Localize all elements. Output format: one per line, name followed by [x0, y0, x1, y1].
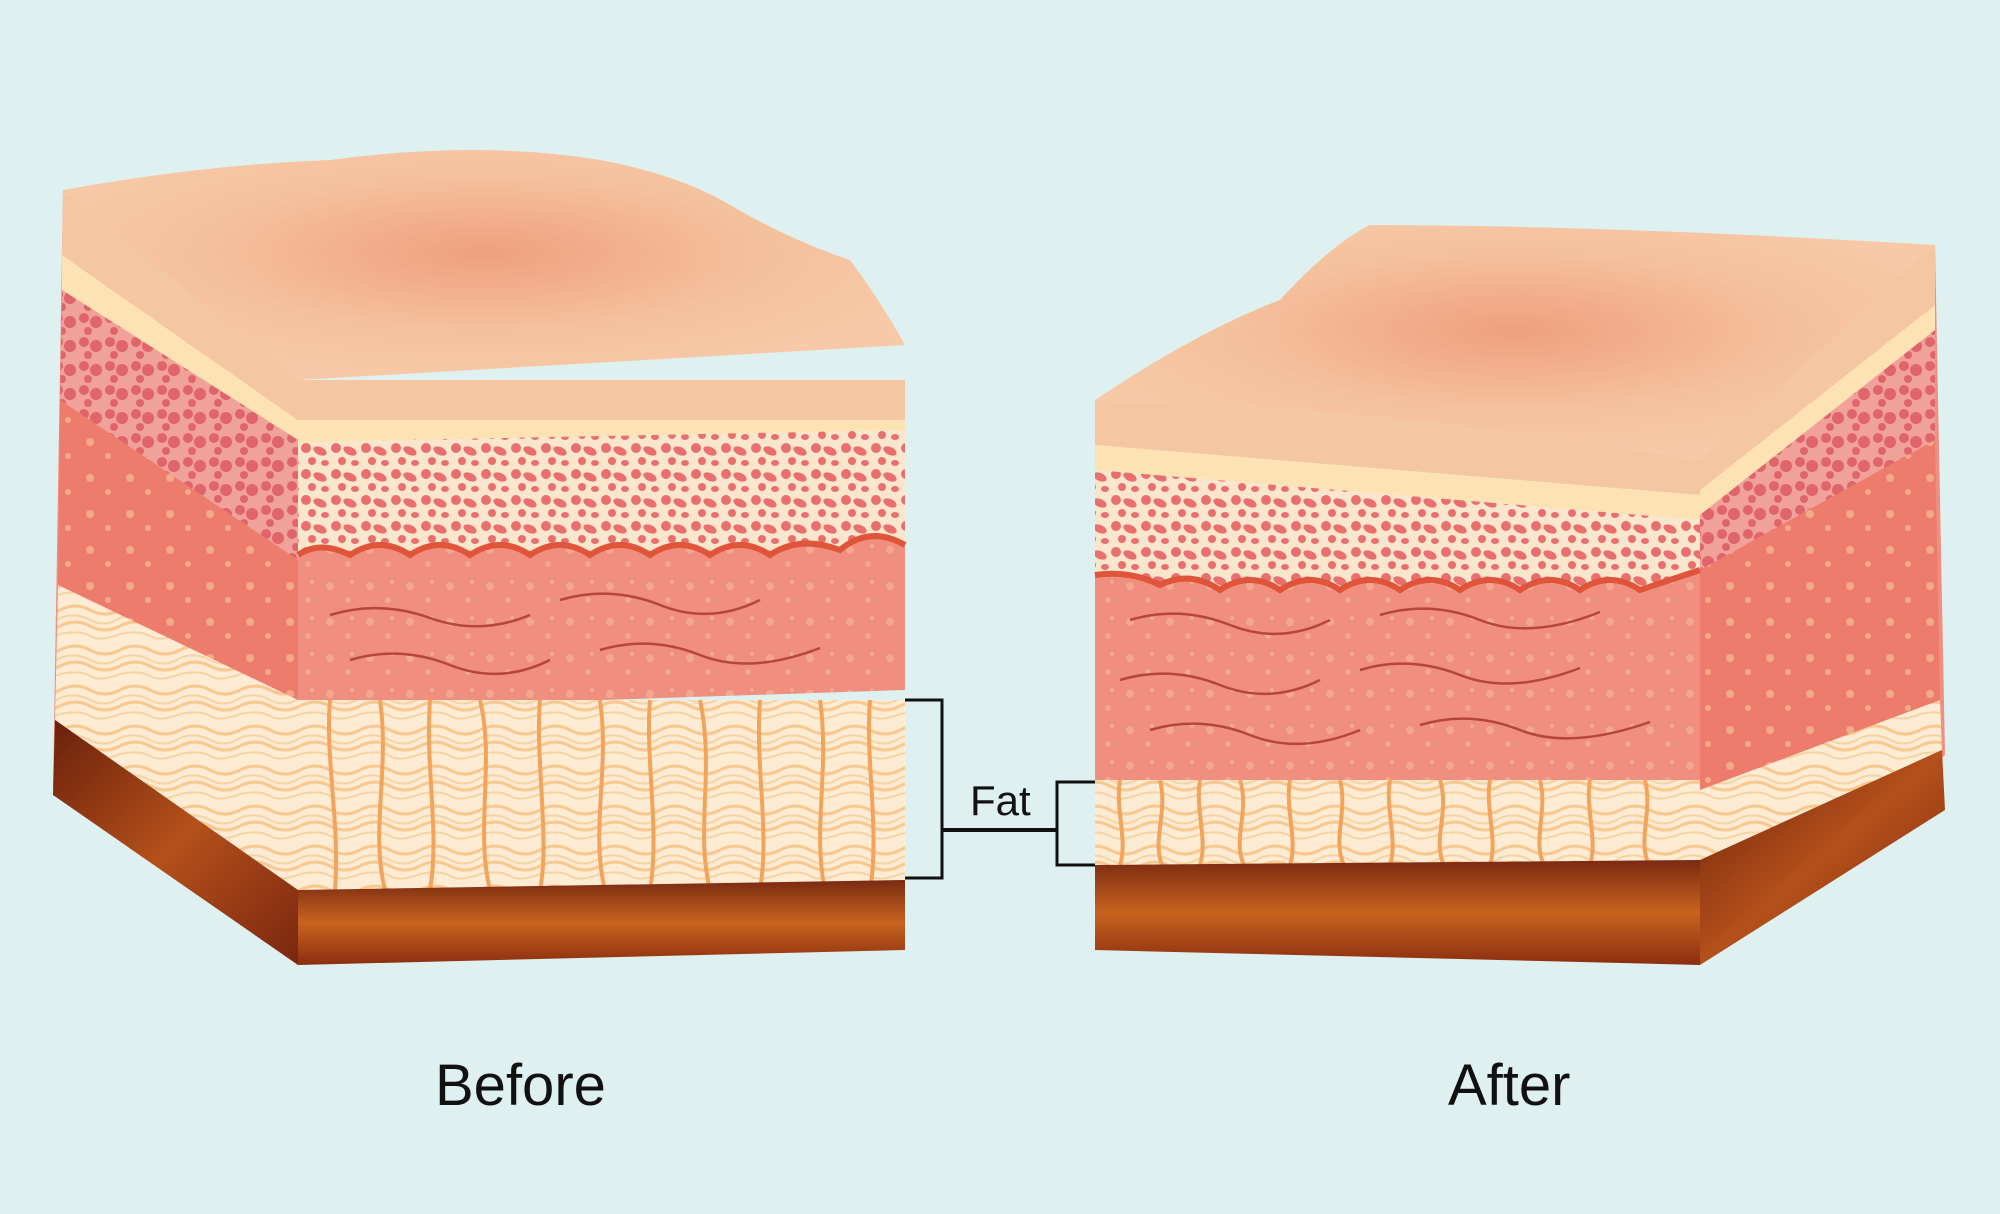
before-skin-block	[53, 150, 907, 965]
after-top-surface	[1095, 225, 1935, 460]
before-top-surface	[63, 150, 905, 380]
fat-bracket-after	[1055, 780, 1095, 867]
fat-label: Fat	[970, 777, 1031, 824]
fat-bracket-before	[905, 698, 944, 880]
after-skin-block	[1094, 225, 1945, 965]
after-caption: After	[1448, 1053, 1571, 1118]
before-caption: Before	[435, 1053, 606, 1118]
before-front-face	[296, 380, 907, 965]
before-side-face	[53, 190, 298, 965]
after-front-face	[1094, 400, 1701, 965]
after-side-face	[1700, 245, 1945, 965]
